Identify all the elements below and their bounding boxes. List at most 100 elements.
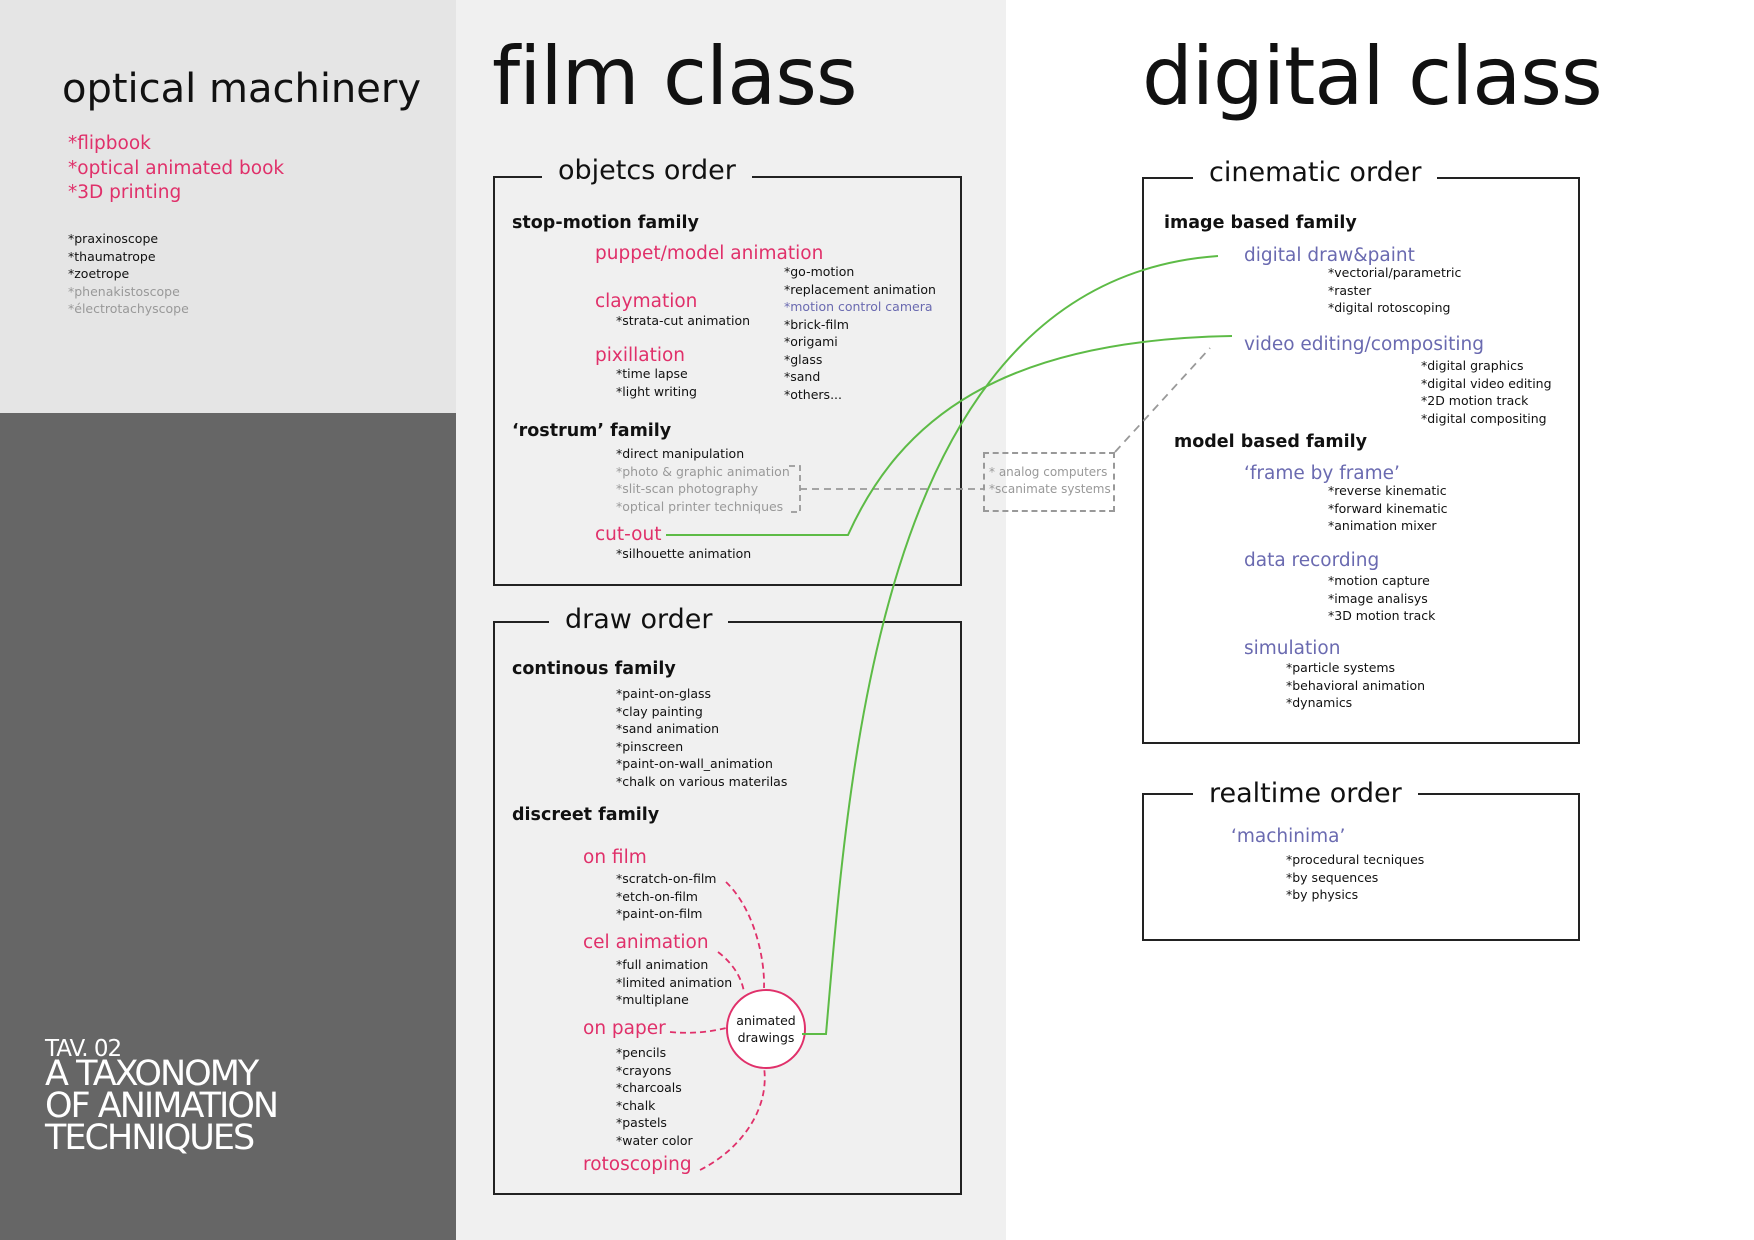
list-item: *particle systems	[1286, 660, 1396, 675]
optical-black-list: *praxinoscope *thaumatrope *zoetrope *ph…	[68, 230, 189, 318]
animated-drawings-node: animated drawings	[726, 989, 806, 1069]
optical-panel	[0, 0, 456, 413]
list-item: *brick-film	[784, 316, 849, 332]
node-label: drawings	[737, 1030, 795, 1045]
list-item: *direct manipulation	[616, 446, 745, 461]
tav-title: A TAXONOMY OF ANIMATION TECHNIQUES	[45, 1054, 279, 1158]
digital-class-title: digital class	[1142, 30, 1603, 123]
list-item: *vectorial/parametric	[1328, 265, 1462, 280]
cinematic-order-title: cinematic order	[1193, 157, 1438, 188]
claymation-item: *strata-cut animation	[616, 313, 751, 328]
list-item: * analog computers	[989, 465, 1108, 479]
list-item: *animation mixer	[1328, 518, 1437, 533]
data-recording: data recording	[1244, 550, 1380, 571]
list-item: *by physics	[1286, 887, 1359, 902]
list-item: *crayons	[616, 1062, 672, 1078]
list-item: *digital rotoscoping	[1328, 300, 1451, 315]
video-editing: video editing/compositing	[1244, 334, 1484, 355]
stop-motion-side-list: *go-motion *replacement animation *motio…	[784, 263, 936, 403]
list-item: *image analisys	[1328, 590, 1428, 606]
rostrum-items: *direct manipulation *photo & graphic an…	[616, 445, 790, 515]
optical-title: optical machinery	[62, 66, 422, 112]
list-item: *full animation	[616, 957, 709, 972]
on-film-items: *scratch-on-film *etch-on-film *paint-on…	[616, 870, 716, 923]
list-item: *slit-scan photography	[616, 481, 759, 496]
video-editing-items: *digital graphics *digital video editing…	[1421, 357, 1552, 427]
list-item: *light writing	[616, 383, 697, 399]
list-item: *digital video editing	[1421, 375, 1552, 391]
list-item: *sand animation	[616, 721, 720, 736]
machinima-items: *procedural tecniques *by sequences *by …	[1286, 851, 1424, 904]
simulation: simulation	[1244, 638, 1341, 659]
list-item: *zoetrope	[68, 266, 130, 281]
image-based-family: image based family	[1164, 213, 1357, 233]
on-film: on film	[583, 847, 647, 868]
list-item: *scanimate systems	[989, 482, 1111, 496]
pixillation: pixillation	[595, 345, 686, 366]
title-panel	[0, 413, 456, 1240]
tav-title-line: A TAXONOMY	[45, 1054, 259, 1094]
on-paper-items: *pencils *crayons *charcoals *chalk *pas…	[616, 1044, 693, 1149]
list-item: *paint-on-film	[616, 906, 703, 921]
list-item: *digital graphics	[1421, 358, 1524, 373]
list-item: *praxinoscope	[68, 231, 159, 246]
tav-title-line: OF ANIMATION	[45, 1086, 279, 1126]
list-item: *forward kinematic	[1328, 500, 1448, 516]
cut-out: cut-out	[595, 524, 662, 545]
list-item: *thaumatrope	[68, 248, 156, 264]
list-item: *reverse kinematic	[1328, 483, 1447, 498]
film-class-title: film class	[492, 30, 858, 123]
machinima: ‘machinima’	[1231, 826, 1346, 847]
list-item: *paint-on-glass	[616, 686, 712, 701]
list-item: *raster	[1328, 282, 1372, 298]
draw-order-title: draw order	[549, 604, 729, 635]
list-item: *motion capture	[1328, 573, 1430, 588]
optical-pink-list: *flipbook *optical animated book *3D pri…	[68, 132, 284, 206]
continous-items: *paint-on-glass *clay painting *sand ani…	[616, 685, 787, 790]
tav-number: TAV. 02	[45, 1036, 122, 1062]
list-item: *pencils	[616, 1045, 667, 1060]
list-item: *limited animation	[616, 974, 733, 990]
rotoscoping: rotoscoping	[583, 1154, 692, 1175]
draw-paint-items: *vectorial/parametric *raster *digital r…	[1328, 264, 1461, 317]
list-item: *sand	[784, 369, 821, 384]
list-item: *scratch-on-film	[616, 871, 717, 886]
list-item: *optical animated book	[68, 157, 285, 179]
list-item: *replacement animation	[784, 281, 936, 297]
pixillation-items: *time lapse *light writing	[616, 365, 697, 400]
frame-items: *reverse kinematic *forward kinematic *a…	[1328, 482, 1448, 535]
list-item: *pastels	[616, 1115, 667, 1130]
list-item: *glass	[784, 351, 823, 367]
on-paper: on paper	[583, 1018, 666, 1039]
simulation-items: *particle systems *behavioral animation …	[1286, 659, 1425, 712]
cel-items: *full animation *limited animation *mult…	[616, 956, 732, 1009]
list-item: *by sequences	[1286, 869, 1379, 885]
list-item: *paint-on-wall_animation	[616, 756, 773, 771]
list-item: *clay painting	[616, 703, 703, 719]
list-item: *origami	[784, 334, 838, 349]
list-item: *3D printing	[68, 182, 182, 203]
realtime-order-title: realtime order	[1193, 778, 1418, 809]
list-item: *optical printer techniques	[616, 498, 784, 514]
frame-by-frame: ‘frame by frame’	[1244, 463, 1400, 484]
list-item: *etch-on-film	[616, 888, 698, 904]
list-item: *pinscreen	[616, 738, 684, 754]
list-item: *photo & graphic animation	[616, 463, 790, 479]
objects-order-title: objetcs order	[542, 155, 752, 186]
cut-out-item: *silhouette animation	[616, 546, 752, 561]
list-item: *flipbook	[68, 133, 151, 154]
list-item: *2D motion track	[1421, 393, 1529, 408]
list-item: *motion control camera	[784, 299, 933, 314]
stop-motion-family: stop-motion family	[512, 213, 699, 233]
list-item: *others...	[784, 386, 842, 402]
cel-animation: cel animation	[583, 932, 709, 953]
analog-items: * analog computers *scanimate systems	[989, 464, 1111, 498]
list-item: *3D motion track	[1328, 608, 1436, 623]
list-item: *chalk on various materilas	[616, 773, 788, 789]
rostrum-family: ‘rostrum’ family	[512, 421, 672, 441]
puppet-animation: puppet/model animation	[595, 243, 824, 264]
tav-title-line: TECHNIQUES	[45, 1118, 255, 1158]
list-item: *procedural tecniques	[1286, 852, 1425, 867]
list-item: *phenakistoscope	[68, 283, 180, 299]
list-item: *behavioral animation	[1286, 677, 1426, 693]
